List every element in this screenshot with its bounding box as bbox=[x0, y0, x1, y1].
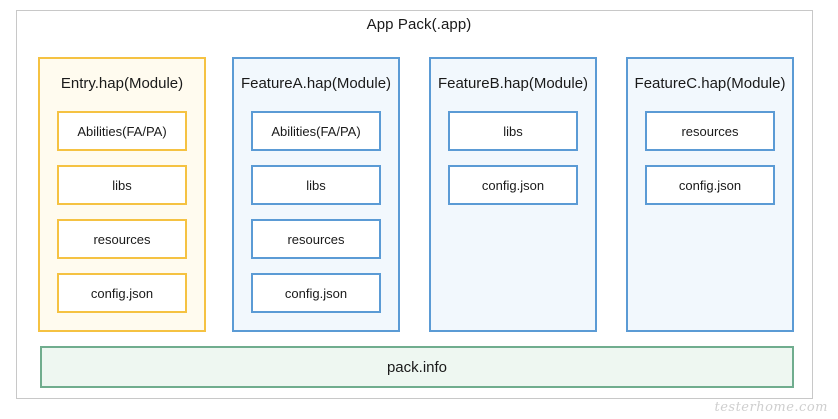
module-item: resources bbox=[57, 219, 187, 259]
watermark-text: testerhome.com bbox=[714, 400, 828, 415]
module-item: resources bbox=[645, 111, 775, 151]
module-item: libs bbox=[251, 165, 381, 205]
module-item: config.json bbox=[57, 273, 187, 313]
module-feature-b: FeatureB.hap(Module) libs config.json bbox=[429, 57, 597, 332]
module-item: libs bbox=[57, 165, 187, 205]
module-title: FeatureA.hap(Module) bbox=[240, 75, 392, 92]
module-item: Abilities(FA/PA) bbox=[251, 111, 381, 151]
module-feature-a: FeatureA.hap(Module) Abilities(FA/PA) li… bbox=[232, 57, 400, 332]
module-feature-c: FeatureC.hap(Module) resources config.js… bbox=[626, 57, 794, 332]
module-item: config.json bbox=[645, 165, 775, 205]
module-item: Abilities(FA/PA) bbox=[57, 111, 187, 151]
module-item: config.json bbox=[448, 165, 578, 205]
module-title: FeatureC.hap(Module) bbox=[634, 75, 786, 92]
module-item: config.json bbox=[251, 273, 381, 313]
module-title: Entry.hap(Module) bbox=[60, 75, 184, 92]
module-item: resources bbox=[251, 219, 381, 259]
module-entry: Entry.hap(Module) Abilities(FA/PA) libs … bbox=[38, 57, 206, 332]
module-title: FeatureB.hap(Module) bbox=[437, 75, 589, 92]
pack-info-box: pack.info bbox=[40, 346, 794, 388]
module-item: libs bbox=[448, 111, 578, 151]
app-pack-title: App Pack(.app) bbox=[366, 16, 472, 33]
